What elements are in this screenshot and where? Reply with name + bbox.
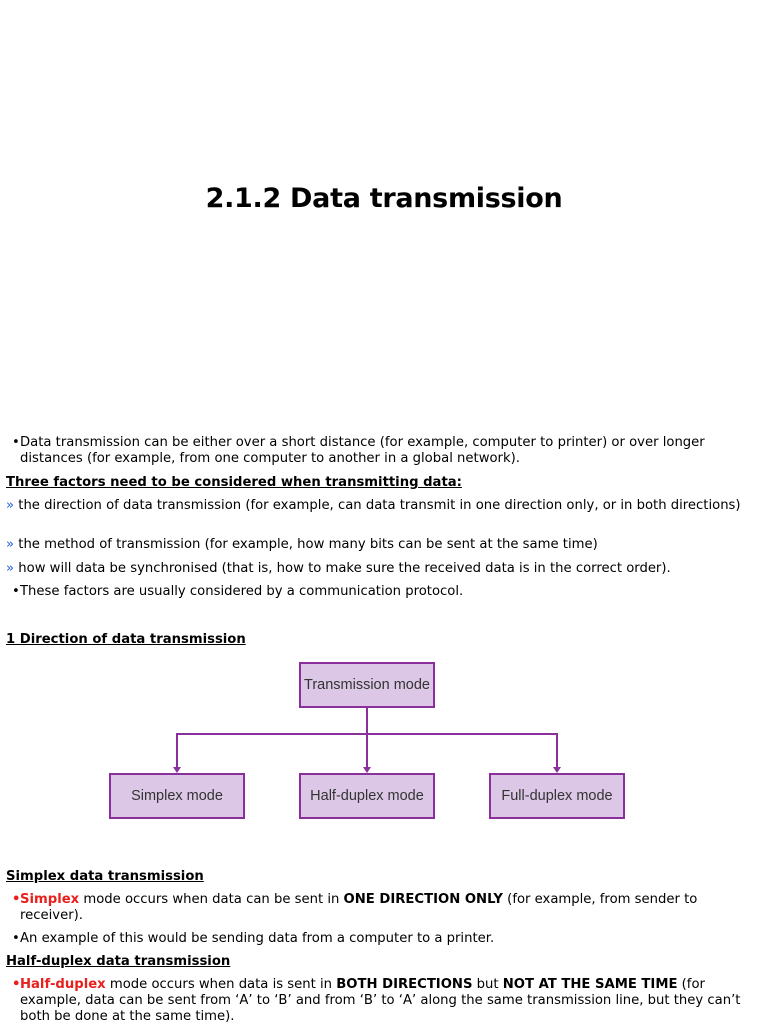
diagram-edge: [366, 708, 368, 734]
arrow-down-icon: [173, 767, 181, 773]
factor-item: » how will data be synchronised (that is…: [6, 561, 754, 577]
bullet-marker: •: [12, 977, 21, 992]
bullet-marker: •: [12, 931, 20, 946]
simplex-emphasis: ONE DIRECTION ONLY: [343, 892, 503, 907]
factor-item-text: the method of transmission (for example,…: [14, 537, 598, 552]
intro-paragraph: • Data transmission can be either over a…: [6, 435, 754, 467]
simplex-paragraph: • Simplex mode occurs when data can be s…: [6, 892, 754, 924]
diagram-edge: [366, 734, 368, 767]
diagram-root-node: Transmission mode: [299, 662, 435, 708]
factor-item-text: the direction of data transmission (for …: [14, 498, 741, 513]
factors-note-text: These factors are usually considered by …: [20, 584, 464, 599]
bullet-marker: •: [12, 435, 20, 450]
simplex-text-part: mode occurs when data can be sent in: [79, 892, 344, 907]
factor-item: » the method of transmission (for exampl…: [6, 537, 754, 553]
simplex-text: Simplex mode occurs when data can be sen…: [6, 892, 754, 924]
arrow-down-icon: [363, 767, 371, 773]
half-duplex-text: Half-duplex mode occurs when data is sen…: [6, 977, 754, 1025]
bullet-marker: •: [12, 892, 21, 907]
half-duplex-term: Half-duplex: [20, 977, 106, 992]
direction-heading: 1 Direction of data transmission: [6, 632, 246, 647]
diagram-node-simplex: Simplex mode: [109, 773, 245, 819]
bullet-marker: •: [12, 584, 20, 599]
simplex-example: • An example of this would be sending da…: [6, 931, 754, 947]
half-duplex-text-part: (for example, data can be sent from ‘A’ …: [20, 977, 741, 1024]
factors-heading: Three factors need to be considered when…: [6, 475, 462, 490]
chevron-marker: »: [6, 537, 15, 552]
simplex-example-text: An example of this would be sending data…: [20, 931, 495, 946]
factors-note: • These factors are usually considered b…: [6, 584, 754, 600]
page-title: 2.1.2 Data transmission: [205, 183, 563, 214]
factor-item-text: how will data be synchronised (that is, …: [14, 561, 671, 576]
diagram-node-full-duplex: Full-duplex mode: [489, 773, 625, 819]
simplex-term: Simplex: [20, 892, 80, 907]
half-duplex-paragraph: • Half-duplex mode occurs when data is s…: [6, 977, 754, 1025]
intro-text: Data transmission can be either over a s…: [20, 435, 705, 466]
arrow-down-icon: [553, 767, 561, 773]
half-duplex-emphasis: BOTH DIRECTIONS: [336, 977, 473, 992]
half-duplex-heading: Half-duplex data transmission: [6, 954, 231, 969]
factor-item: » the direction of data transmission (fo…: [6, 498, 754, 514]
chevron-marker: »: [6, 561, 15, 576]
simplex-heading: Simplex data transmission: [6, 869, 204, 884]
half-duplex-text-part: but: [472, 977, 503, 992]
diagram-edge: [176, 733, 178, 767]
simplex-text-part: (for example, from sender to receiver).: [20, 892, 698, 923]
half-duplex-text-part: mode occurs when data is sent in: [105, 977, 337, 992]
diagram-node-half-duplex: Half-duplex mode: [299, 773, 435, 819]
diagram-edge: [556, 733, 558, 767]
chevron-marker: »: [6, 498, 15, 513]
half-duplex-emphasis: NOT AT THE SAME TIME: [502, 977, 678, 992]
